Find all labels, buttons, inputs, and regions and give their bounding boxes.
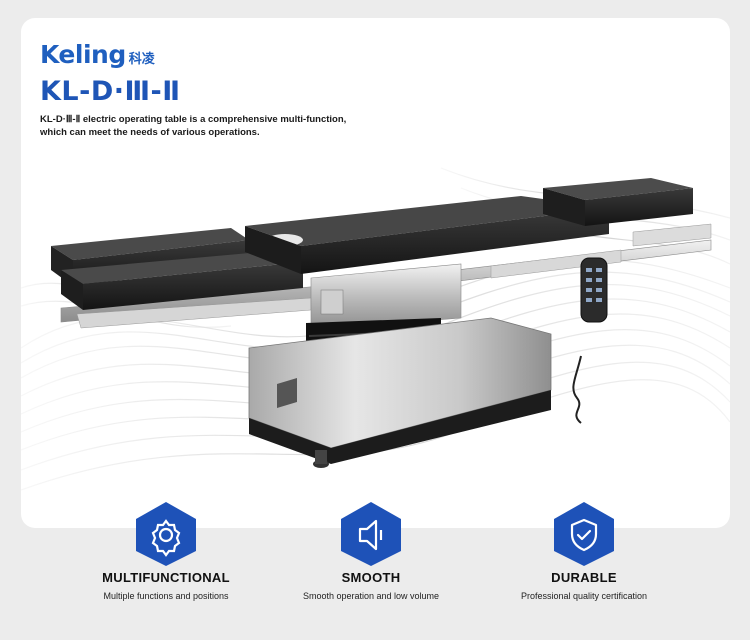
product-card: Keling 科凌 KL-D·Ⅲ-Ⅱ KL-D·Ⅲ-Ⅱ electric ope… — [21, 18, 730, 528]
brand-name: Keling — [40, 40, 126, 69]
product-description: KL-D·Ⅲ-Ⅱ electric operating table is a c… — [40, 113, 370, 139]
description-line-1: KL-D·Ⅲ-Ⅱ electric operating table is a c… — [40, 114, 347, 125]
feature-title: MULTIFUNCTIONAL — [102, 570, 230, 585]
feature-title: SMOOTH — [341, 570, 401, 585]
brand-name-chinese: 科凌 — [128, 52, 155, 67]
feature-title: DURABLE — [551, 570, 617, 585]
feature-subtitle: Multiple functions and positions — [103, 591, 229, 601]
feature-subtitle: Smooth operation and low volume — [302, 591, 440, 601]
description-line-2: which can meet the needs of various oper… — [40, 127, 260, 138]
speaker-icon — [341, 502, 401, 566]
feature-subtitle: Professional quality certification — [520, 591, 648, 601]
feature-multifunctional: MULTIFUNCTIONAL Multiple functions and p… — [51, 500, 281, 601]
feature-list: MULTIFUNCTIONAL Multiple functions and p… — [0, 500, 750, 640]
feature-durable: DURABLE Professional quality certificati… — [469, 500, 699, 601]
feature-smooth: SMOOTH Smooth operation and low volume — [256, 500, 486, 601]
shield-check-icon — [554, 502, 614, 566]
gear-cycle-icon — [136, 502, 196, 566]
brand-logo: Keling 科凌 — [40, 40, 155, 69]
operating-table-image — [51, 178, 712, 468]
product-model-title: KL-D·Ⅲ-Ⅱ — [40, 76, 181, 107]
